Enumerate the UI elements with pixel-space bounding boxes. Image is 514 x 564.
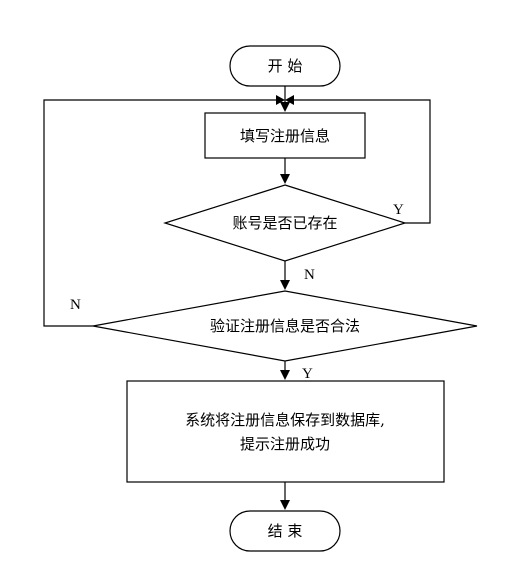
arrowhead-down	[280, 370, 290, 380]
arrowhead-down	[280, 500, 290, 510]
validate-label: 验证注册信息是否合法	[210, 317, 360, 335]
arrowhead-down	[280, 280, 290, 290]
save-process	[126, 380, 445, 483]
end-label: 结 束	[268, 522, 303, 540]
account-exists-label: 账号是否已存在	[232, 214, 337, 232]
connector-validate-no-loop	[43, 99, 276, 327]
fill-info-process	[204, 112, 366, 159]
fill-info-label: 填写注册信息	[240, 127, 330, 145]
arrowhead-down	[280, 174, 290, 184]
save-label-line1: 系统将注册信息保存到数据库,	[185, 411, 385, 429]
exists-yes-label: Y	[393, 202, 404, 218]
end-terminator	[229, 510, 341, 552]
arrowhead-left	[285, 95, 294, 105]
start-label: 开 始	[268, 57, 303, 75]
save-label-line2: 提示注册成功	[240, 435, 330, 453]
arrowhead-right	[276, 95, 285, 105]
validate-no-label: N	[70, 297, 81, 313]
exists-no-label: N	[304, 267, 315, 283]
arrowhead-down	[280, 102, 290, 112]
connector-exists-yes-loop	[294, 99, 431, 224]
validate-yes-label: Y	[302, 366, 313, 382]
